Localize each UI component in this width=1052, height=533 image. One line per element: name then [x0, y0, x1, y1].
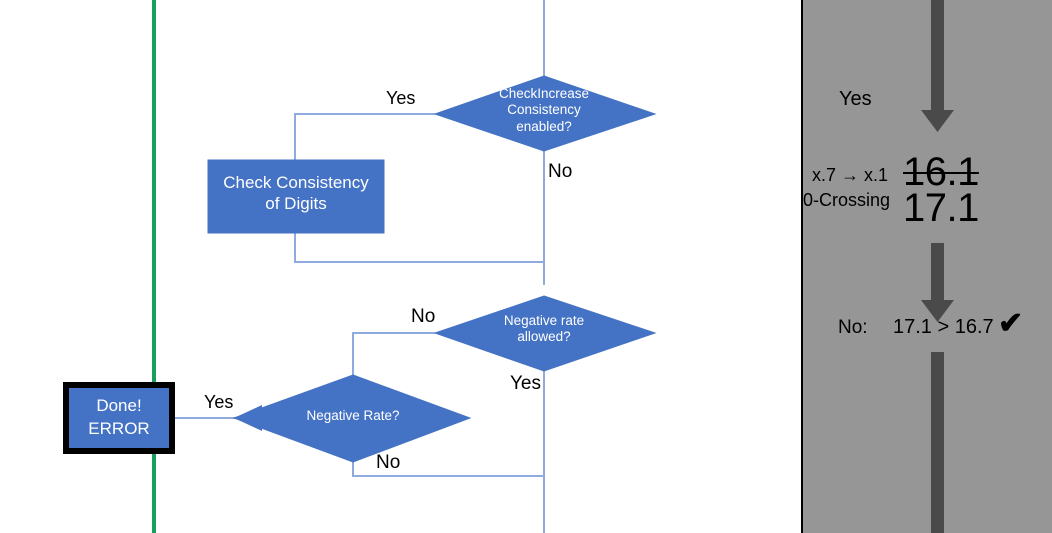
panel-row-caption-1: 0-Crossing: [803, 190, 891, 210]
panel-row-value-0: 16.1: [903, 150, 979, 194]
connector-negative-rate-no: [352, 462, 544, 477]
panel-arrow-canvas: [921, 0, 954, 533]
edge-label-negative-rate-allowed-no: No: [411, 306, 436, 327]
node-negative-rate-decision[interactable]: [232, 374, 472, 463]
panel-comparison-expression: 17.1 > 16.7: [893, 316, 994, 338]
arrowhead-to-done-error: [234, 405, 262, 431]
panel-row-caption-0: x.7 → x.1: [812, 165, 889, 185]
edge-label-check-increase-no: No: [548, 161, 573, 182]
edge-label-negative-rate-yes: Yes: [204, 392, 234, 412]
panel-comparison-checkmark: ✔: [998, 307, 1024, 340]
connector-process-return: [294, 233, 544, 263]
node-check-consistency-of-digits-process[interactable]: [207, 159, 385, 234]
down-bar-bottom: [931, 352, 944, 533]
node-negative-rate-allowed-decision[interactable]: [433, 295, 657, 372]
annotation-panel: Yes x.7 → x.1 16.1 0-Crossing 17.1 No: 1…: [801, 0, 1052, 533]
edge-label-negative-rate-allowed-yes: Yes: [510, 373, 541, 394]
down-arrow-top: [921, 0, 954, 132]
edge-label-negative-rate-no: No: [376, 452, 401, 473]
node-check-increase-consistency-decision[interactable]: [433, 75, 657, 152]
connector-check-increase-yes: [294, 113, 435, 160]
panel-yes-label: Yes: [839, 88, 872, 110]
panel-comparison-prefix: No:: [838, 317, 868, 338]
panel-row-value-1: 17.1: [903, 186, 979, 230]
node-done-error-terminator[interactable]: [63, 382, 175, 454]
down-arrow-middle: [921, 243, 954, 322]
edge-label-check-increase-yes: Yes: [386, 88, 416, 108]
connector-negative-rate-allowed-no: [352, 332, 435, 375]
